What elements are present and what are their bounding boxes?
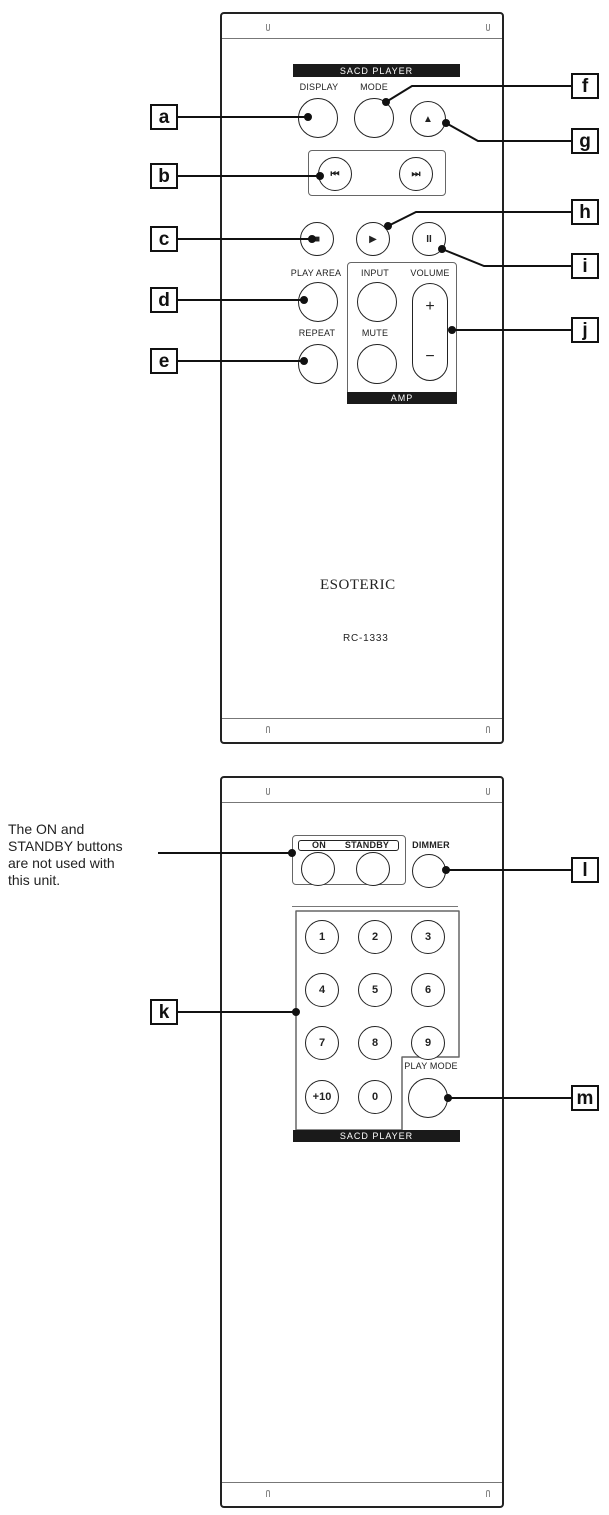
digit-label: 2 [371, 931, 379, 943]
notch [486, 1490, 490, 1497]
play-button[interactable]: ▶ [356, 222, 390, 256]
display-button[interactable] [298, 98, 338, 138]
notch [486, 726, 490, 733]
on-button[interactable] [301, 852, 335, 886]
repeat-button[interactable] [298, 344, 338, 384]
callout-k: k [150, 999, 178, 1025]
skip-back-icon: ⏮ [330, 168, 340, 180]
digit-label: +10 [312, 1091, 332, 1103]
volume-label: VOLUME [410, 268, 450, 278]
note-line: The ON and [8, 821, 85, 837]
amp-bar: AMP [347, 392, 457, 404]
on-standby-label-frame [298, 840, 399, 851]
standby-button[interactable] [356, 852, 390, 886]
skip-forward-button[interactable]: ⏭ [399, 157, 433, 191]
mode-button[interactable] [354, 98, 394, 138]
note-line: this unit. [8, 872, 61, 888]
remote-bottom [220, 776, 504, 1508]
callout-e: e [150, 348, 178, 374]
digit-button-2[interactable]: 2 [358, 920, 392, 954]
callout-m: m [571, 1085, 599, 1111]
notch [266, 1490, 270, 1497]
top-edge-line [222, 38, 502, 39]
skip-button-group [308, 150, 446, 196]
model-number: RC-1333 [343, 633, 389, 644]
stop-icon: ■ [313, 233, 321, 245]
repeat-label: REPEAT [298, 328, 336, 338]
callout-g: g [571, 128, 599, 154]
top-edge-line [222, 802, 502, 803]
callout-j: j [571, 317, 599, 343]
digit-label: 7 [318, 1037, 326, 1049]
vol-plus-icon: + [425, 298, 435, 315]
on-label: ON [312, 840, 326, 850]
notch [266, 788, 270, 795]
callout-d: d [150, 287, 178, 313]
dimmer-label: DIMMER [412, 840, 450, 850]
bottom-edge-line [222, 1482, 502, 1483]
callout-f: f [571, 73, 599, 99]
callout-a: a [150, 104, 178, 130]
callout-l: l [571, 857, 599, 883]
play-mode-label: PLAY MODE [404, 1061, 458, 1071]
digit-label: 0 [371, 1091, 379, 1103]
skip-forward-icon: ⏭ [411, 168, 421, 180]
stop-button[interactable]: ■ [300, 222, 334, 256]
digit-button-9[interactable]: 9 [411, 1026, 445, 1060]
digit-label: 8 [371, 1037, 379, 1049]
display-label: DISPLAY [299, 82, 339, 92]
digit-button-7[interactable]: 7 [305, 1026, 339, 1060]
eject-icon: ▲ [423, 113, 433, 125]
volume-rocker[interactable]: + − [412, 283, 448, 381]
mute-label: MUTE [361, 328, 389, 338]
divider-line [292, 906, 458, 907]
plus-ten-button[interactable]: +10 [305, 1080, 339, 1114]
skip-back-button[interactable]: ⏮ [318, 157, 352, 191]
digit-label: 1 [318, 931, 326, 943]
digit-button-5[interactable]: 5 [358, 973, 392, 1007]
play-area-label: PLAY AREA [290, 268, 342, 278]
pause-icon: II [426, 233, 432, 245]
callout-b: b [150, 163, 178, 189]
digit-button-0[interactable]: 0 [358, 1080, 392, 1114]
on-standby-group [292, 835, 406, 885]
callout-i: i [571, 253, 599, 279]
play-mode-button[interactable] [408, 1078, 448, 1118]
mute-button[interactable] [357, 344, 397, 384]
digit-label: 9 [424, 1037, 432, 1049]
standby-label: STANDBY [344, 840, 390, 850]
digit-label: 6 [424, 984, 432, 996]
digit-label: 4 [318, 984, 326, 996]
callout-c: c [150, 226, 178, 252]
digit-label: 3 [424, 931, 432, 943]
play-icon: ▶ [369, 233, 377, 245]
note-line: are not used with [8, 855, 115, 871]
esoteric-logo: ESOTERIC [320, 577, 396, 593]
input-button[interactable] [357, 282, 397, 322]
digit-button-3[interactable]: 3 [411, 920, 445, 954]
vol-minus-icon: − [425, 348, 435, 365]
input-label: INPUT [361, 268, 389, 278]
unused-buttons-note: The ON and STANDBY buttons are not used … [8, 821, 123, 889]
notch [266, 726, 270, 733]
pause-button[interactable]: II [412, 222, 446, 256]
mode-label: MODE [360, 82, 388, 92]
play-area-button[interactable] [298, 282, 338, 322]
digit-button-1[interactable]: 1 [305, 920, 339, 954]
notch [266, 24, 270, 31]
sacd-player-header-bar: SACD PLAYER [293, 64, 460, 77]
callout-h: h [571, 199, 599, 225]
sacd-player-footer-bar: SACD PLAYER [293, 1130, 460, 1142]
digit-button-8[interactable]: 8 [358, 1026, 392, 1060]
dimmer-button[interactable] [412, 854, 446, 888]
notch [486, 788, 490, 795]
digit-button-6[interactable]: 6 [411, 973, 445, 1007]
note-line: STANDBY buttons [8, 838, 123, 854]
bottom-edge-line [222, 718, 502, 719]
notch [486, 24, 490, 31]
eject-button[interactable]: ▲ [410, 101, 446, 137]
digit-label: 5 [371, 984, 379, 996]
digit-button-4[interactable]: 4 [305, 973, 339, 1007]
